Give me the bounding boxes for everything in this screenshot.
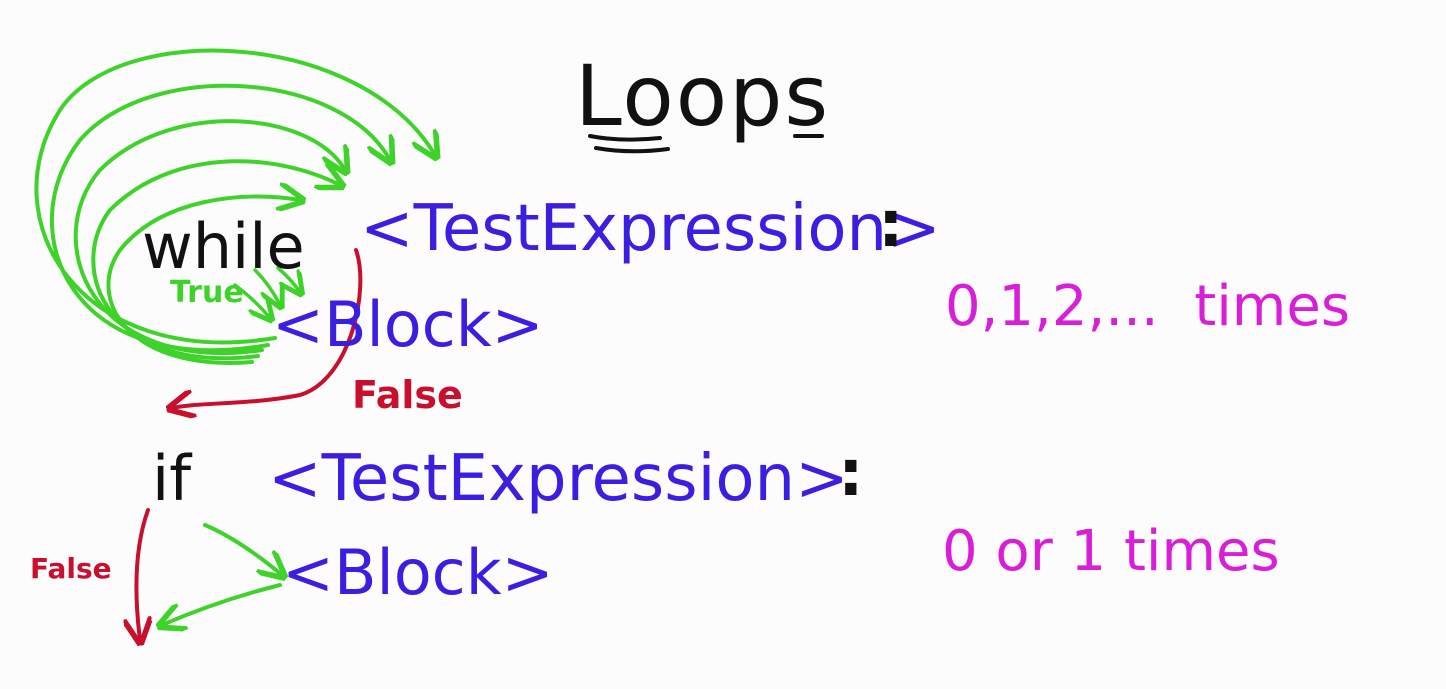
while-block: <Block> [272,288,544,361]
if-false-label: False [30,552,112,585]
while-false-arrow [172,248,363,408]
if-block: <Block> [282,536,554,609]
if-false-arrow [136,508,148,640]
while-test-expression: <TestExpression> [360,192,941,266]
while-true-arrows [233,266,300,318]
while-times-note: 0,1,2,... times [945,274,1350,339]
title: Loops [575,47,830,145]
if-block-exit-arrow [162,583,282,625]
if-colon: : [838,437,864,511]
title-underline-2 [594,146,670,154]
if-times-note: 0 or 1 times [942,519,1280,584]
while-true-label: True [170,275,244,310]
if-true-arrow [203,523,282,575]
while-false-label: False [352,373,463,417]
while-loop-back-arrows [34,48,435,365]
if-test-expression: <TestExpression> [268,442,849,516]
title-underline-1 [588,134,662,142]
while-keyword: while [142,210,305,283]
if-keyword: if [152,442,193,515]
while-colon: : [878,188,904,262]
